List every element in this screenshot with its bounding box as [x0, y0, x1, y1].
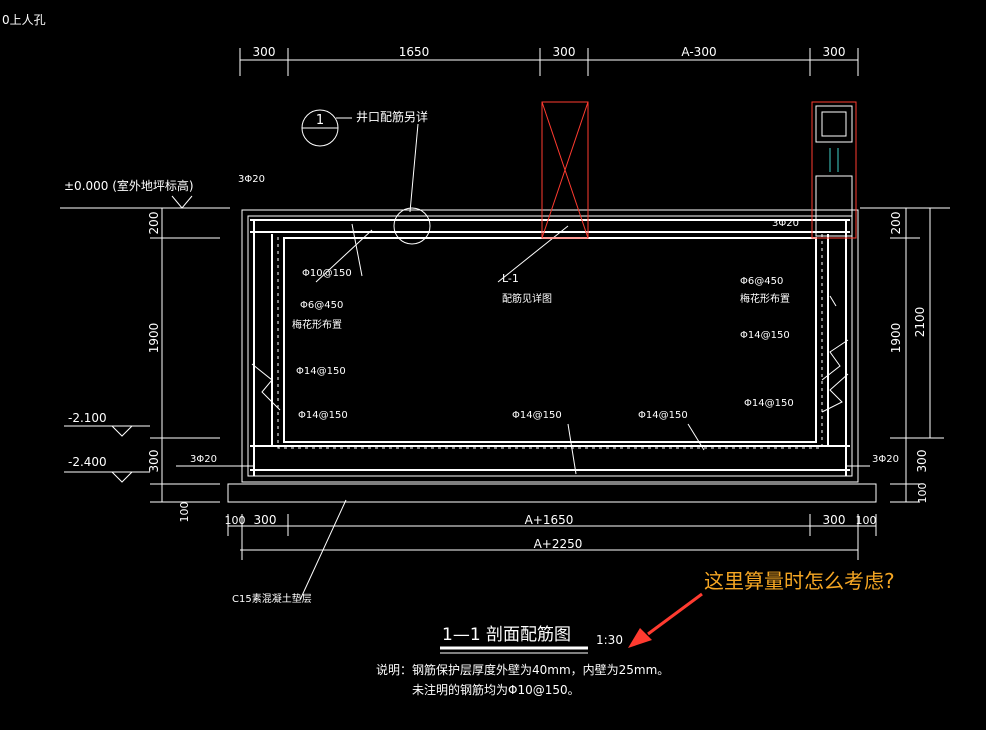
section-scale: 1:30 [596, 633, 623, 647]
dim-text: 100 [916, 483, 929, 504]
rebar-label: 3Φ20 [872, 454, 899, 465]
corner-label: 0上人孔 [2, 13, 46, 27]
rebar-label: 3Φ20 [238, 174, 265, 185]
rebar-label: Φ6@450 [300, 300, 343, 311]
elevation-ground: ±0.000 (室外地坪标高) [64, 178, 194, 193]
dim-text: 300 [915, 450, 929, 473]
dim-text: 300 [553, 45, 576, 59]
dim-text: A-300 [681, 45, 716, 59]
dim-text: 100 [225, 514, 246, 527]
rebar-label: Φ6@450 [740, 276, 783, 287]
dim-text: 100 [178, 502, 191, 523]
tank-outer-wall [241, 209, 859, 483]
rebar-label: 3Φ20 [190, 454, 217, 465]
section-title: 1—1 剖面配筋图 [442, 625, 571, 645]
red-arrow-icon [628, 592, 703, 648]
dim-text: 1650 [399, 45, 430, 59]
cushion-layer [227, 483, 877, 503]
detail-bubble-text: 井口配筋另详 [356, 109, 428, 124]
rebar-label: 梅花形布置 [740, 292, 790, 305]
rebar-label: Φ14@150 [298, 410, 348, 421]
beam-note: 配筋见详图 [502, 292, 552, 305]
note-line-2: 未注明的钢筋均为Φ10@150。 [412, 682, 580, 697]
dim-text: 300 [147, 450, 161, 473]
dim-text: 200 [889, 212, 903, 235]
elevation-2100: -2.100 [68, 411, 107, 425]
rebar-label: 3Φ20 [772, 218, 799, 229]
rebar-label: Φ14@150 [740, 330, 790, 341]
rebar-label: Φ14@150 [638, 410, 688, 421]
detail-bubble-number: 1 [316, 113, 324, 128]
cushion-label: C15素混凝土垫层 [232, 592, 312, 605]
dim-text: 300 [254, 513, 277, 527]
dim-text: 200 [147, 212, 161, 235]
dim-text: 1900 [889, 323, 903, 354]
elevation-2400: -2.400 [68, 455, 107, 469]
dim-text: 100 [856, 514, 877, 527]
question-annotation: 这里算量时怎么考虑? [704, 569, 895, 593]
note-line-1: 说明：钢筋保护层厚度外壁为40mm，内壁为25mm。 [376, 662, 669, 677]
dim-text: 300 [823, 513, 846, 527]
manhole-outline [811, 101, 857, 239]
rebar-label: 梅花形布置 [292, 318, 342, 331]
beam-code: L-1 [502, 272, 519, 285]
beam-L1-outline [541, 101, 589, 239]
dim-text: A+2250 [534, 537, 583, 551]
rebar-label: Φ14@150 [744, 398, 794, 409]
dim-text: 1900 [147, 323, 161, 354]
dim-text: 300 [253, 45, 276, 59]
rebar-label: Φ14@150 [296, 366, 346, 377]
rebar-label: Φ14@150 [512, 410, 562, 421]
dim-text: 300 [823, 45, 846, 59]
dim-text: A+1650 [525, 513, 574, 527]
rebar-label: Φ10@150 [302, 268, 352, 279]
dim-text: 2100 [913, 307, 927, 338]
